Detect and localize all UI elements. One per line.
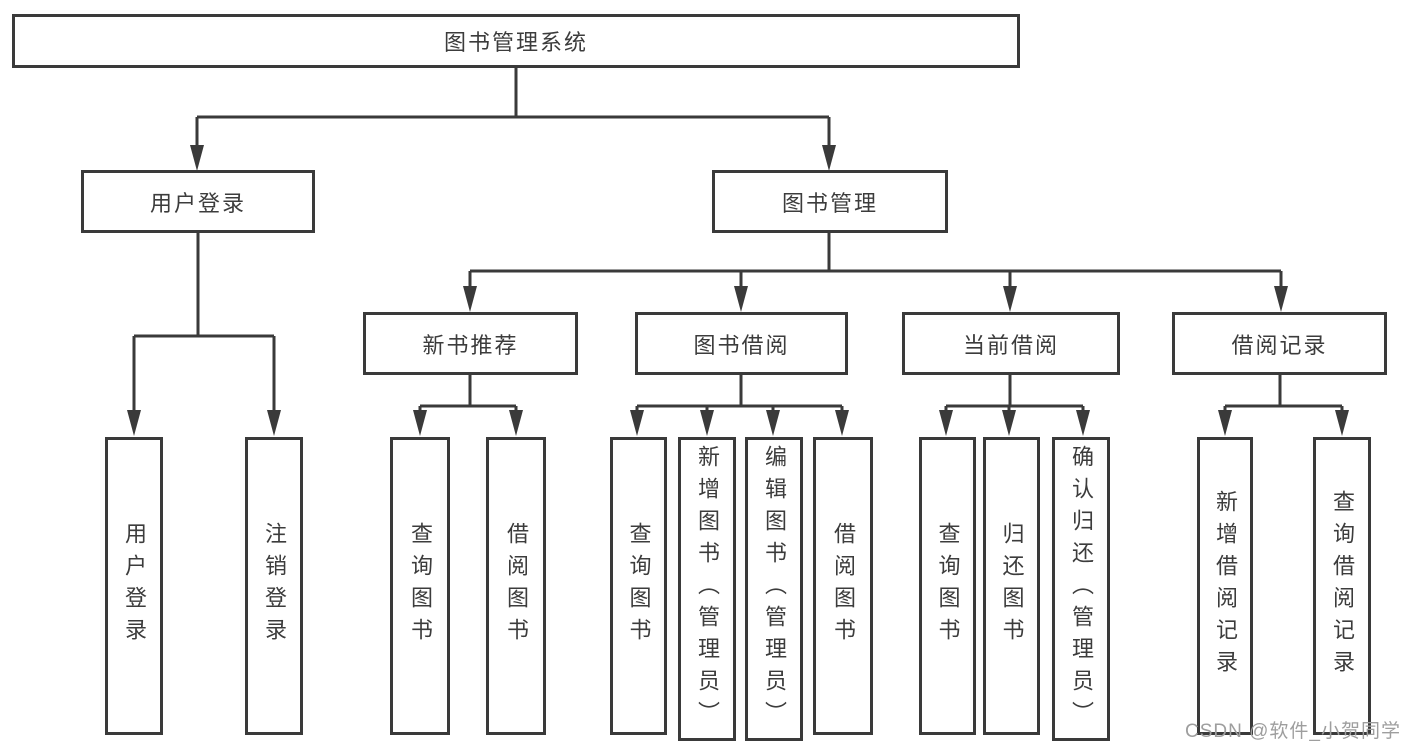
- node-return-books: 归还图书: [983, 437, 1040, 735]
- connector-path-borrow-records: [1223, 375, 1344, 414]
- arrowhead: [1003, 286, 1017, 312]
- node-user-login-leaf: 用户登录: [105, 437, 163, 735]
- node-label: 用户登录: [122, 522, 147, 650]
- node-user-login: 用户登录: [81, 170, 315, 233]
- csdn-watermark: CSDN @软件_小贺同学: [1185, 721, 1401, 742]
- arrowhead: [509, 410, 523, 436]
- node-label: 确认归还（管理员）: [1069, 445, 1094, 733]
- arrowhead: [1218, 410, 1232, 436]
- node-logout: 注销登录: [245, 437, 303, 735]
- node-label: 注销登录: [262, 522, 287, 650]
- node-label: 借阅图书: [831, 522, 856, 650]
- node-label: 归还图书: [999, 522, 1025, 650]
- arrowhead: [835, 410, 849, 436]
- node-edit-books-admin: 编辑图书（管理员）: [745, 437, 803, 741]
- node-label: 图书管理: [781, 190, 878, 216]
- node-label: 新书推荐: [422, 332, 519, 358]
- node-label: 用户登录: [149, 190, 246, 216]
- arrowhead: [939, 410, 953, 436]
- arrowhead: [127, 410, 141, 436]
- node-confirm-return-admin: 确认归还（管理员）: [1052, 437, 1110, 741]
- node-book-management: 图书管理: [712, 170, 948, 233]
- node-book-borrowing: 图书借阅: [635, 312, 848, 375]
- connector-path-root: [195, 68, 831, 150]
- node-label: 新增借阅记录: [1213, 490, 1238, 682]
- node-new-book-recommendation: 新书推荐: [363, 312, 578, 375]
- node-borrow-books-1: 借阅图书: [486, 437, 546, 735]
- node-current-borrowing: 当前借阅: [902, 312, 1120, 375]
- node-borrow-books-2: 借阅图书: [813, 437, 873, 735]
- node-label: 查询图书: [626, 522, 652, 650]
- node-label: 编辑图书（管理员）: [762, 445, 787, 733]
- connector-path-user-login: [132, 233, 276, 414]
- node-query-books-2: 查询图书: [610, 437, 667, 735]
- connector-path-book-borrow: [635, 375, 844, 414]
- node-add-borrow-record: 新增借阅记录: [1197, 437, 1253, 735]
- node-label: 查询借阅记录: [1330, 490, 1355, 682]
- arrowhead: [1076, 410, 1090, 436]
- arrowhead: [267, 410, 281, 436]
- arrowhead: [1335, 410, 1349, 436]
- arrowhead: [822, 145, 836, 171]
- node-label: 图书管理系统: [443, 30, 588, 55]
- node-label: 当前借阅: [962, 332, 1059, 358]
- node-label: 查询图书: [935, 522, 961, 650]
- node-query-borrow-record: 查询借阅记录: [1313, 437, 1371, 735]
- node-label: 查询图书: [408, 522, 433, 650]
- node-label: 借阅记录: [1231, 332, 1328, 358]
- node-query-books-1: 查询图书: [390, 437, 450, 735]
- arrowhead: [734, 286, 748, 312]
- node-add-books-admin: 新增图书（管理员）: [678, 437, 736, 741]
- node-query-books-3: 查询图书: [919, 437, 976, 735]
- arrowhead: [1274, 286, 1288, 312]
- node-label: 图书借阅: [693, 332, 790, 358]
- node-label: 借阅图书: [504, 522, 529, 650]
- arrowhead: [630, 410, 644, 436]
- connector-path-current-borrow: [944, 375, 1085, 414]
- connector-path-book-mgmt: [468, 233, 1283, 290]
- node-library-management-system: 图书管理系统: [12, 14, 1020, 68]
- node-borrowing-records: 借阅记录: [1172, 312, 1387, 375]
- arrowhead: [190, 145, 204, 171]
- arrowhead: [766, 410, 780, 436]
- arrowhead: [413, 410, 427, 436]
- arrowhead: [1002, 410, 1016, 436]
- node-label: 新增图书（管理员）: [695, 445, 720, 733]
- arrowhead: [700, 410, 714, 436]
- arrowhead: [463, 286, 477, 312]
- connector-path-new-book-rec: [418, 375, 518, 414]
